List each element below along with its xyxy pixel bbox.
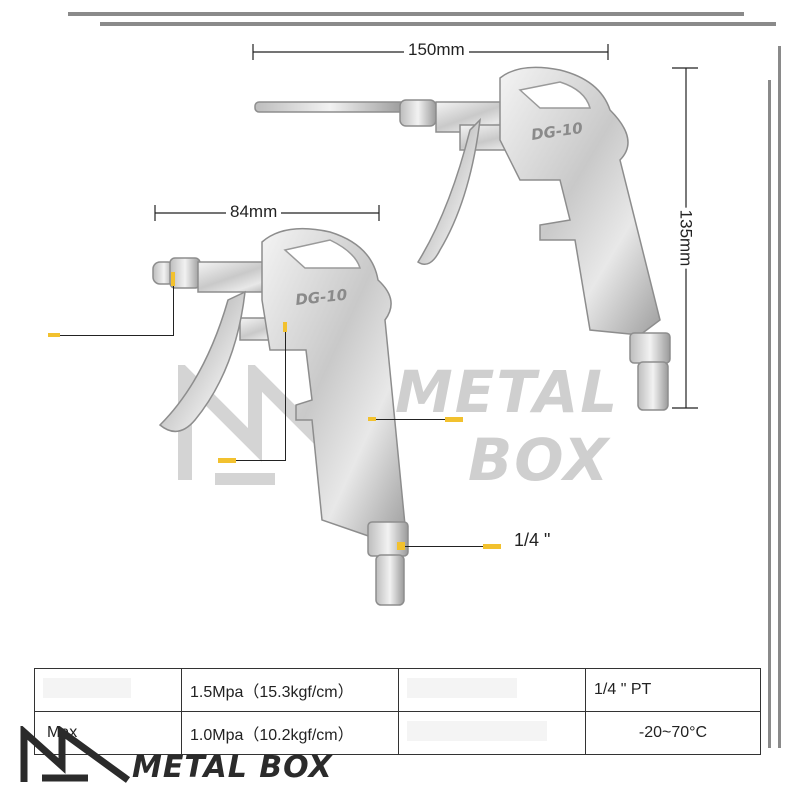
spec-value-cell: 1.0Mpa（10.2kgf/cm） (181, 711, 399, 755)
callout-marker-nozzle-end (48, 333, 60, 337)
callout-marker-handle-end (445, 417, 463, 422)
callout-line-inlet (398, 546, 500, 547)
callout-marker-inlet-start (397, 542, 405, 550)
callout-marker-handle-start (368, 417, 376, 421)
dimension-135mm-label: 135mm (675, 207, 696, 269)
table-row: 1.5Mpa（15.3kgf/cm） 1/4 " PT (34, 668, 761, 712)
callout-marker-valve-start (283, 322, 287, 332)
spec-table: 1.5Mpa（15.3kgf/cm） 1/4 " PT Max 1.0Mpa（1… (34, 668, 761, 755)
callout-marker-inlet-end (483, 544, 501, 549)
dimension-150mm-label: 150mm (404, 40, 469, 60)
callout-line-valve-v (285, 330, 286, 461)
spec-label-cell (398, 668, 586, 712)
spec-value-cell: -20~70°C (585, 711, 761, 755)
brand-name: METAL BOX (132, 750, 333, 785)
spec-value-cell: 1/4 " PT (585, 668, 761, 712)
dimension-84mm-label: 84mm (226, 202, 282, 222)
callout-line-nozzle-v (173, 284, 174, 336)
watermark-line-2: BOX (468, 426, 611, 494)
table-row: Max 1.0Mpa（10.2kgf/cm） -20~70°C (34, 711, 761, 755)
inlet-thread-label: 1/4 " (510, 530, 555, 551)
frame-line-right-2 (768, 80, 771, 748)
brand-logo-icon (20, 726, 131, 783)
spec-value-cell: 1.5Mpa（15.3kgf/cm） (181, 668, 399, 712)
spec-label-cell (34, 668, 182, 712)
short-nozzle-gun (152, 227, 409, 606)
model-engraving-lower: DG-10 (295, 286, 348, 309)
callout-marker-valve-end (218, 458, 236, 463)
frame-line-right-1 (778, 46, 781, 748)
frame-line-top-1 (68, 12, 744, 16)
callout-line-handle (370, 419, 460, 420)
callout-marker-nozzle-start (171, 272, 175, 286)
air-blow-gun-illustration: DG-10 DG-10 (152, 44, 698, 606)
spec-label-cell (398, 711, 586, 755)
frame-line-top-2 (100, 22, 776, 26)
callout-line-nozzle-h (55, 335, 174, 336)
watermark-line-1: METAL (395, 358, 620, 426)
long-nozzle-gun (254, 66, 671, 411)
callout-line-valve-h (225, 460, 286, 461)
